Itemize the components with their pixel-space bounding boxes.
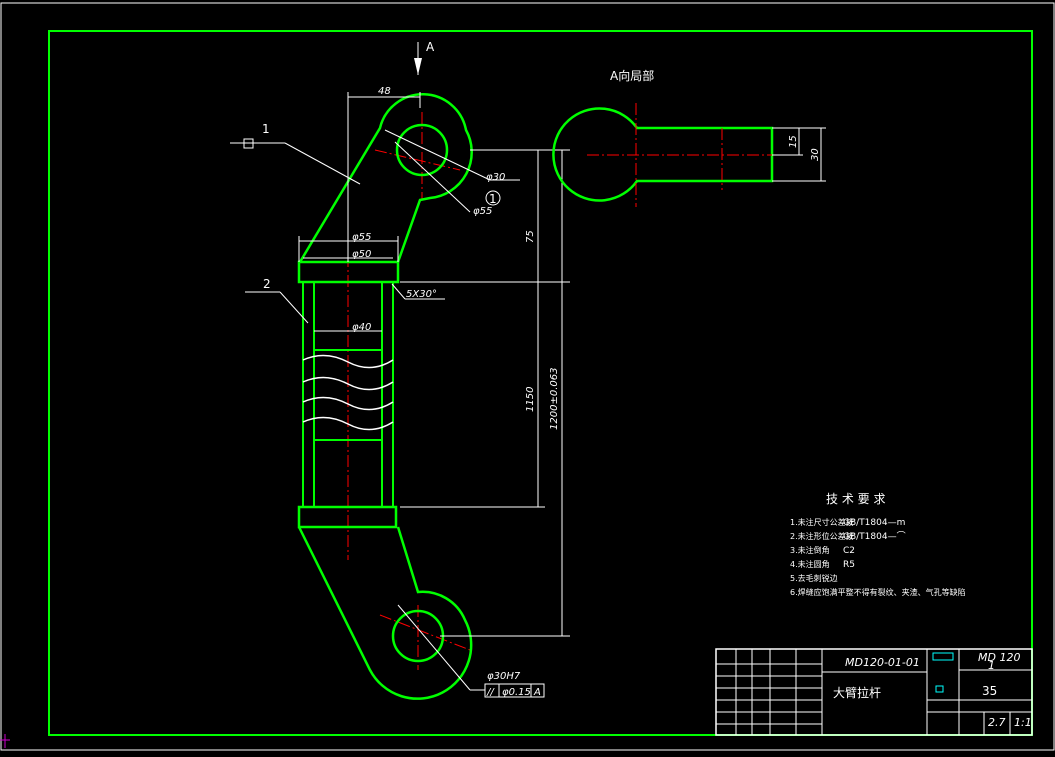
tolerance-value: φ0.15 (502, 687, 531, 698)
scale: 1:1 (1014, 716, 1032, 729)
tech-item: 5.去毛刺锐边 (790, 573, 838, 583)
tolerance-datum: A (533, 687, 541, 698)
bottom-flange (297, 505, 398, 529)
sheet-number: 1 (988, 659, 995, 672)
center-lines (347, 112, 471, 670)
balloon-1: 1 (230, 122, 361, 185)
vertical-dims (400, 149, 570, 637)
drawing-number: MD120-01-01 (845, 656, 920, 669)
bottom-tolerance (397, 604, 545, 698)
dim-48-text: 48 (378, 86, 391, 97)
dim-48 (347, 92, 421, 262)
view-arrow-a: A (414, 40, 435, 75)
bottom-arm-outline (297, 526, 473, 700)
main-view: 1 2 A 48 φ30 1 φ55 (230, 40, 570, 700)
dim-phi55-neck-text: φ55 (352, 232, 371, 243)
tech-item-value: C2 (843, 546, 855, 556)
dim-75-text: 75 (525, 230, 536, 243)
flange-dims (298, 236, 399, 332)
project-code: MD 120 (978, 651, 1020, 664)
tech-heading: 技 术 要 求 (826, 492, 885, 506)
balloon-2: 2 (245, 277, 309, 324)
detail-view-title: A向局部 (610, 68, 654, 83)
chamfer-leader (391, 283, 445, 300)
balloon-1-label: 1 (262, 122, 270, 136)
dim-phi55-top-text: φ55 (473, 206, 492, 217)
mass: 2.7 (988, 716, 1006, 729)
dim-chamfer-text: 5X30° (406, 289, 437, 300)
tech-item-value: R5 (843, 560, 855, 570)
material: 35 (982, 684, 997, 698)
dim-phi30h7-text: φ30H7 (487, 671, 521, 682)
tech-item: 4.未注圆角 (790, 559, 830, 569)
tolerance-symbol: // (486, 687, 495, 698)
title-block: MD120-01-01 大臂拉杆 MD 120 1 35 2.7 1:1 (715, 648, 1033, 736)
detail-view-a: A向局部 15 30 (552, 68, 826, 207)
top-arm-outline (298, 93, 473, 263)
tech-item: 1.未注尺寸公差按 (790, 517, 854, 527)
tech-item-value: GB/T1804—⌒ (843, 531, 906, 542)
dim-phi50-text: φ50 (352, 249, 371, 260)
part-name: 大臂拉杆 (833, 685, 881, 700)
dim-phi30-text: φ30 (486, 172, 505, 183)
dim-phi40-text: φ40 (352, 322, 371, 333)
dim-1200-text: 1200±0.063 (549, 368, 560, 430)
tech-item: 2.未注形位公差按 (790, 531, 854, 541)
dim-1150-text: 1150 (525, 387, 536, 412)
detail-dim-15-text: 15 (788, 135, 799, 148)
ucs-icon (0, 734, 10, 748)
tech-item-value: GB/T1804—m (843, 518, 905, 528)
detail-dim-30-text: 30 (810, 148, 821, 161)
balloon-2-label: 2 (263, 277, 271, 291)
drawing-frame (48, 30, 1033, 736)
bore-leaders (384, 129, 520, 213)
tech-item: 3.未注倒角 (790, 545, 830, 555)
tech-item: 6.焊缝应饱满平整不得有裂纹、夹渣、气孔等缺陷 (790, 587, 966, 597)
view-arrow-label: A (426, 40, 435, 54)
break-lines (302, 354, 394, 431)
datum-marker-text: 1 (489, 192, 497, 206)
